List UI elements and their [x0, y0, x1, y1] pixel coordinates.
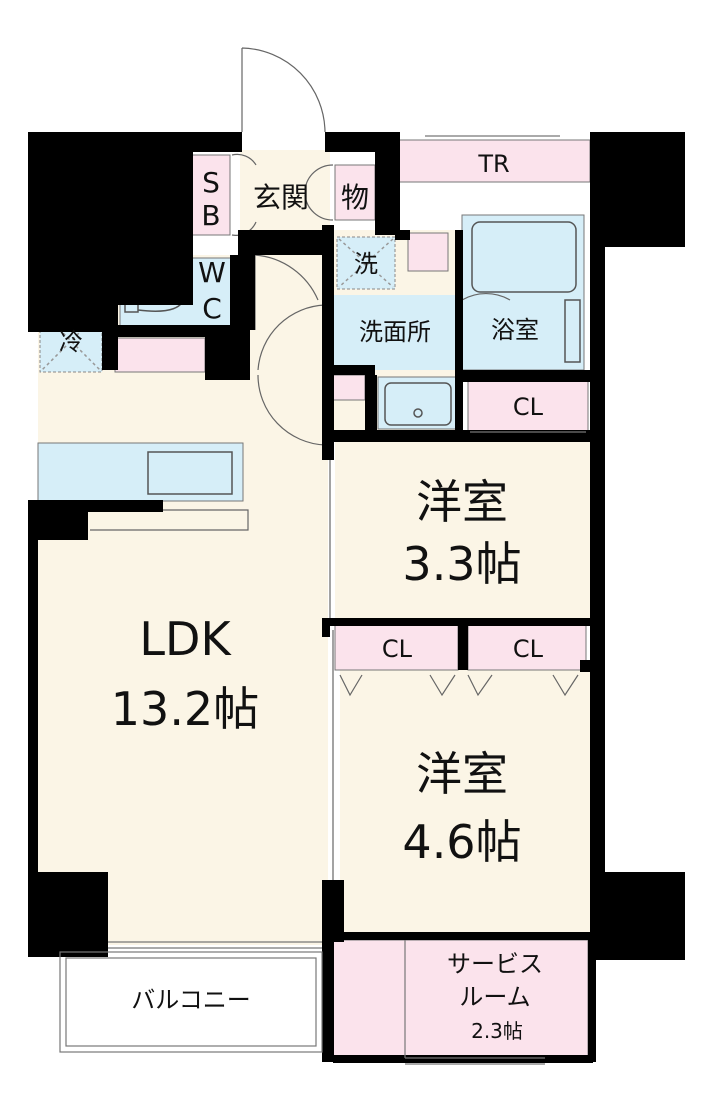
- bath-shelf-icon: [564, 299, 581, 363]
- service-room-line1: サービス: [447, 950, 543, 978]
- sink-drain-icon: [413, 408, 423, 418]
- cl-right-label: CL: [513, 635, 544, 663]
- walls: [28, 132, 685, 1063]
- western-small-size: 3.3帖: [402, 537, 521, 591]
- kitchen-counter-outline: [90, 509, 249, 531]
- wc-label-1: W: [198, 256, 226, 289]
- labels: LDK 13.2帖 洋室 3.3帖 洋室 4.6帖 サービス ルーム 2.3帖 …: [59, 150, 544, 1043]
- wc-label-2: C: [202, 292, 222, 325]
- sink-basin-icon: [384, 382, 452, 426]
- washer-label: 洗: [354, 250, 378, 278]
- washer-cross-icon: [338, 238, 394, 288]
- cl-top-fill: [467, 379, 589, 433]
- sliding-door-line: [329, 460, 334, 940]
- bathtub-icon: [471, 221, 577, 293]
- western-large-size: 4.6帖: [402, 815, 521, 869]
- hall-door-icon: [257, 304, 326, 371]
- cl-top-label: CL: [513, 393, 544, 421]
- ldk-size: 13.2帖: [111, 682, 259, 736]
- ldk-name: LDK: [139, 612, 232, 666]
- bathroom-label: 浴室: [491, 316, 539, 344]
- frames: [59, 135, 586, 1065]
- sb-label-2: B: [201, 199, 220, 232]
- doors: [90, 47, 579, 940]
- service-window: [405, 1057, 545, 1065]
- western-small-floor: [335, 440, 590, 620]
- sb-label-1: S: [202, 166, 220, 199]
- kitchen-sink-icon: [147, 451, 233, 495]
- closet-left-fold-icon: [339, 674, 456, 697]
- storage-fill: [334, 164, 376, 221]
- service-room-line2: ルーム: [459, 983, 530, 1011]
- cl-right-fill: [467, 624, 587, 671]
- balcony-label: バルコニー: [131, 986, 251, 1014]
- ldk-window: [108, 941, 322, 949]
- entrance-label: 玄関: [253, 181, 309, 214]
- washroom-door-icon: [461, 293, 511, 301]
- western-large-floor: [340, 670, 590, 932]
- wash-pink-fill: [407, 232, 449, 272]
- entrance-door-icon: [241, 47, 326, 133]
- service-room-size: 2.3帖: [471, 1019, 523, 1043]
- ldk-door-icon: [257, 374, 326, 446]
- cl-left-label: CL: [382, 635, 413, 663]
- kitchen-pink-fill: [114, 337, 206, 373]
- washroom-label: 洗面所: [359, 318, 431, 346]
- washroom-blue: [333, 295, 458, 370]
- sink-blue: [377, 376, 459, 430]
- storage-door-icon: [304, 164, 334, 221]
- fridge-label: 冷: [59, 328, 83, 356]
- western-large-name: 洋室: [416, 747, 508, 801]
- western-small-name: 洋室: [416, 475, 508, 529]
- sb-fill: [191, 154, 231, 236]
- hall-pink-fill: [332, 374, 366, 401]
- cl-left-fill: [334, 624, 459, 671]
- tr-label: TR: [477, 150, 509, 178]
- storage-label: 物: [341, 181, 369, 214]
- pink-fills: [114, 139, 591, 1059]
- closet-right-fold-icon: [467, 674, 579, 697]
- service-room-fill: [332, 939, 589, 1059]
- balcony-outline: [59, 951, 323, 1053]
